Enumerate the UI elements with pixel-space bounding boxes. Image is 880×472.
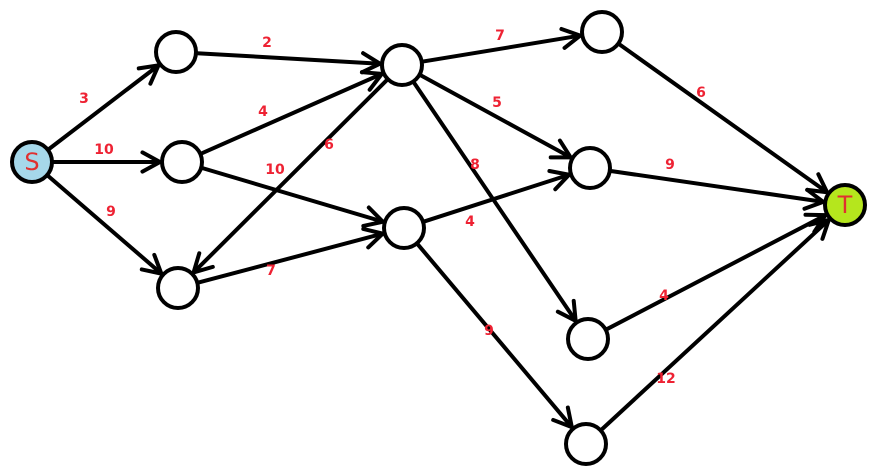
- edge-line: [608, 169, 826, 204]
- node-F: [580, 10, 624, 54]
- edge-I-T: [599, 217, 831, 432]
- edge-weight-label: 5: [492, 95, 502, 111]
- arrowhead-icon: [802, 187, 826, 211]
- node-circle: [10, 140, 54, 184]
- node-G: [568, 146, 612, 190]
- node-circle: [580, 10, 624, 54]
- arrowhead-icon: [805, 172, 830, 195]
- edge-line: [194, 51, 383, 66]
- edge-F-T: [617, 42, 830, 195]
- edge-line: [420, 33, 583, 64]
- edge-line: [411, 80, 578, 323]
- weights-layer: 3 10 9 2 4 10 6 7 7 5 8 4 9 6 9 4 12: [79, 28, 706, 387]
- edge-line: [191, 77, 390, 275]
- edge-line: [418, 73, 573, 160]
- edge-D-G: [418, 73, 573, 160]
- edge-C-E: [196, 226, 385, 285]
- arrowhead-icon: [807, 217, 831, 241]
- node-circle: [160, 140, 204, 184]
- edges-layer: [45, 26, 831, 432]
- arrowhead-icon: [359, 70, 384, 92]
- edge-H-T: [604, 212, 828, 332]
- edge-D-H: [411, 80, 578, 323]
- edge-line: [599, 217, 831, 432]
- node-S: S: [10, 140, 54, 184]
- edge-weight-label: 2: [262, 35, 272, 51]
- node-T: T: [823, 183, 867, 227]
- node-D: [380, 43, 424, 87]
- edge-line: [45, 173, 164, 276]
- edge-line: [421, 172, 572, 224]
- edge-weight-label: 3: [79, 91, 89, 107]
- edge-weight-label: 7: [495, 28, 505, 44]
- edge-weight-label: 9: [106, 204, 116, 220]
- node-E: [382, 206, 426, 250]
- edge-weight-label: 10: [94, 142, 114, 158]
- edge-line: [604, 213, 828, 332]
- node-label: T: [837, 191, 853, 219]
- node-circle: [568, 146, 612, 190]
- edge-weight-label: 4: [659, 288, 669, 304]
- node-circle: [564, 422, 608, 466]
- edge-weight-label: 8: [470, 157, 480, 173]
- node-A: [154, 30, 198, 74]
- edge-weight-label: 6: [696, 85, 706, 101]
- edge-line: [415, 242, 574, 430]
- node-B: [160, 140, 204, 184]
- edge-line: [199, 71, 384, 156]
- edge-D-C: [191, 77, 390, 275]
- node-label: S: [24, 148, 39, 176]
- edge-E-G: [421, 169, 572, 224]
- edge-G-T: [608, 169, 826, 211]
- edge-B-D: [199, 70, 384, 156]
- edge-S-C: [45, 173, 164, 276]
- node-circle: [382, 206, 426, 250]
- arrowhead-icon: [548, 138, 573, 160]
- node-circle: [154, 30, 198, 74]
- arrowhead-icon: [191, 251, 215, 275]
- edge-weight-label: 9: [484, 323, 494, 339]
- edge-S-A: [46, 63, 161, 152]
- edge-weight-label: 10: [265, 162, 285, 178]
- node-circle: [566, 317, 610, 361]
- edge-line: [196, 231, 385, 285]
- edge-line: [200, 165, 385, 224]
- node-I: [564, 422, 608, 466]
- node-circle: [823, 183, 867, 227]
- edge-weight-label: 4: [465, 214, 475, 230]
- edge-weight-label: 6: [324, 137, 334, 153]
- node-C: [156, 266, 200, 310]
- node-H: [566, 317, 610, 361]
- edge-weight-label: 4: [258, 104, 268, 120]
- edge-line: [46, 63, 161, 152]
- edge-weight-label: 12: [656, 371, 675, 387]
- edge-line: [617, 42, 830, 195]
- edge-A-D: [194, 51, 383, 75]
- edge-E-I: [415, 242, 574, 430]
- node-circle: [380, 43, 424, 87]
- node-circle: [156, 266, 200, 310]
- edge-weight-label: 7: [266, 263, 276, 279]
- edge-weight-label: 9: [665, 157, 675, 173]
- nodes-layer: ST: [10, 10, 867, 466]
